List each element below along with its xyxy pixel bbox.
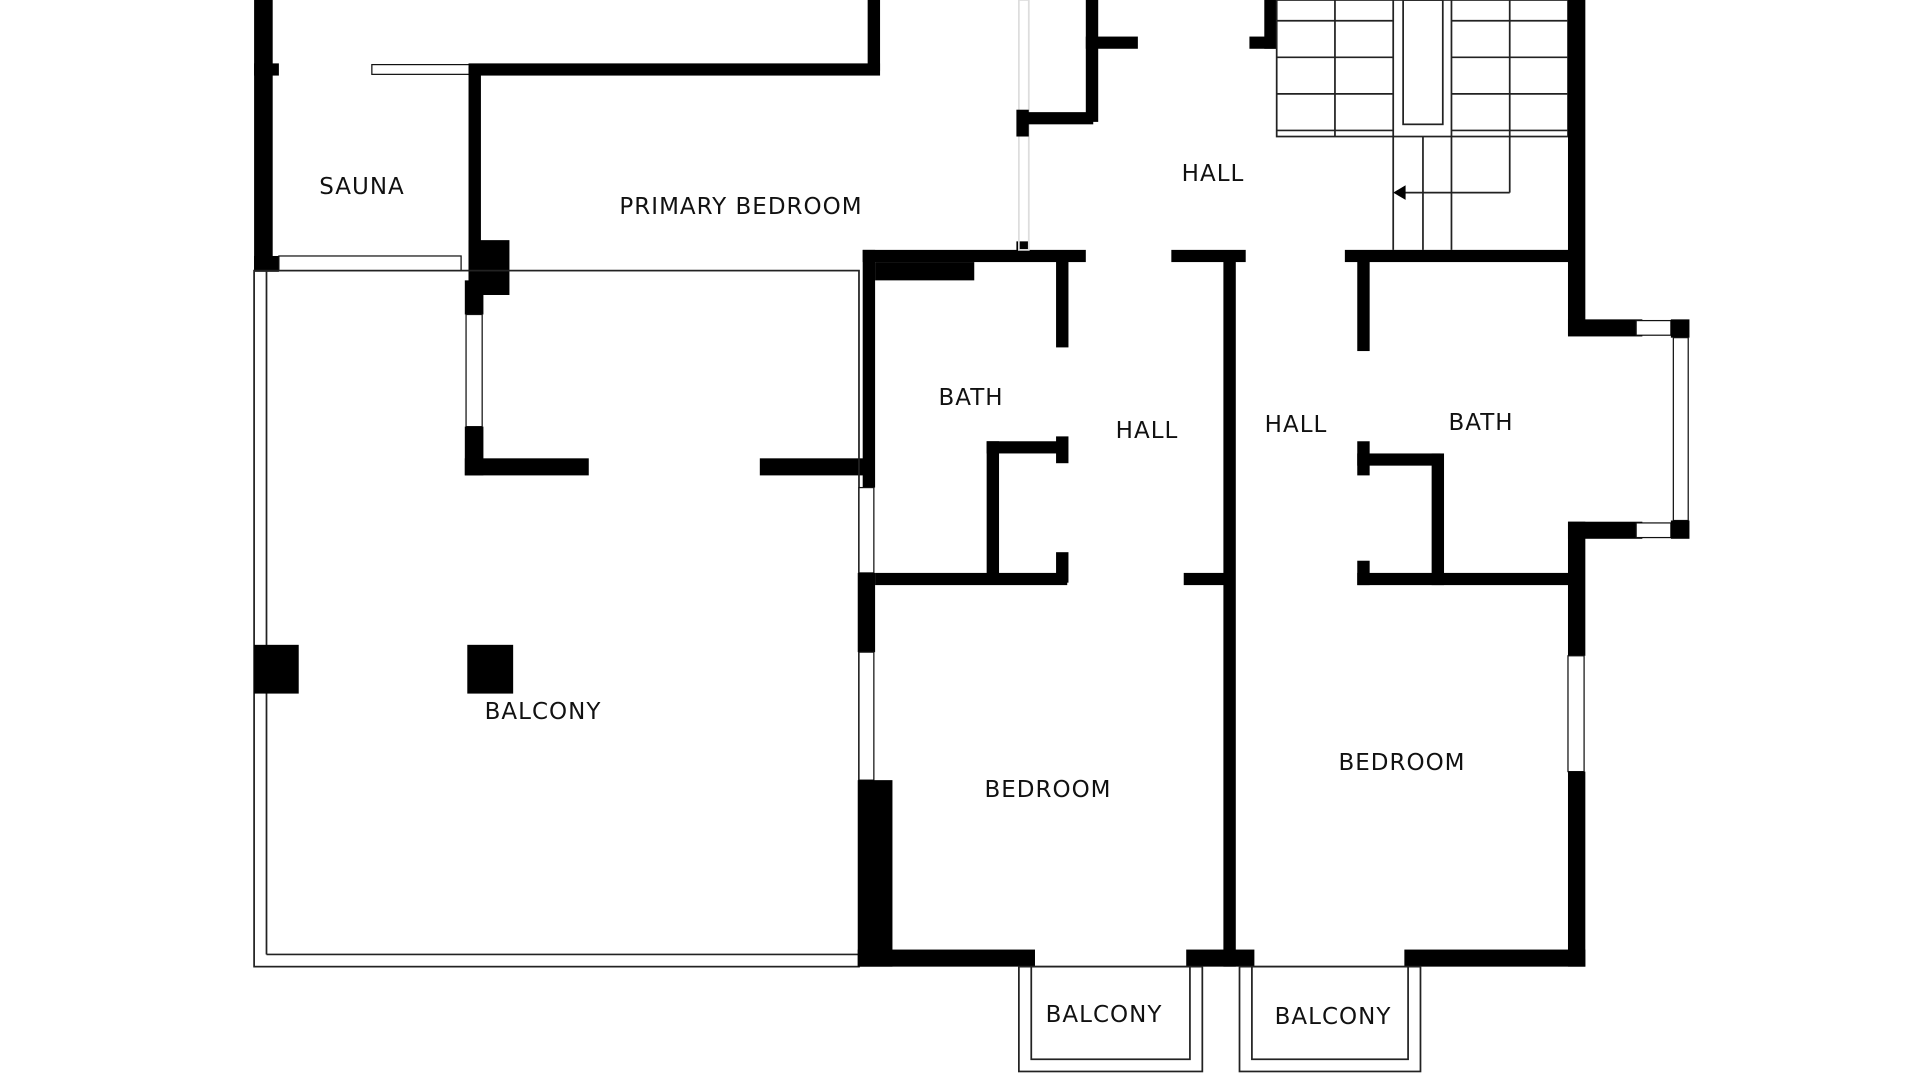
wall-primary-bottom-left [464, 458, 589, 476]
balcony-railing [253, 269, 860, 968]
window-primary-left [465, 313, 483, 428]
room-label-primary-bedroom: PRIMARY BEDROOM [619, 194, 863, 220]
wall-corridor-top-3 [1344, 249, 1575, 263]
room-label-balcony-small-left: BALCONY [1045, 1002, 1163, 1028]
stair-arrow-icon [1393, 185, 1406, 200]
wall-primary-left [464, 280, 484, 315]
room-label-balcony-large: BALCONY [484, 699, 602, 725]
wall-top-stub [867, 0, 881, 71]
window-bedroom-left [858, 651, 875, 781]
wall-center-vertical [862, 249, 876, 488]
window-sauna-top [371, 63, 472, 75]
wall-sauna-top [254, 63, 279, 76]
column-center [467, 644, 514, 694]
staircase [1275, 0, 1569, 250]
room-label-hall-center-right: HALL [1264, 412, 1328, 438]
wall-hall-top-left [1085, 0, 1099, 122]
wall-bath-hall-left [1056, 255, 1069, 348]
balcony-small-right-railing [1238, 965, 1422, 1073]
room-label-bedroom-right: BEDROOM [1338, 750, 1466, 776]
wall-center-vertical-2 [857, 572, 876, 653]
wall-left-outer [254, 0, 273, 271]
room-label-hall-top: HALL [1181, 161, 1245, 187]
window-bath-right-bottom [1635, 522, 1672, 539]
window-bedroom-right [1567, 655, 1585, 773]
wall-bottom-left [857, 949, 1035, 967]
wall-bath-bottom [875, 572, 1068, 586]
window-sauna-bottom [278, 255, 462, 272]
balcony-small-left-railing [1018, 965, 1204, 1073]
room-label-hall-center-left: HALL [1115, 418, 1179, 444]
window-bath-left [858, 486, 875, 574]
room-label-sauna: SAUNA [319, 174, 405, 200]
wall-center-vertical-3 [857, 780, 893, 967]
window-bath-right-bay [1672, 337, 1689, 522]
room-label-bedroom-left: BEDROOM [984, 777, 1112, 803]
column-left [254, 644, 299, 694]
wall-right-outer [1567, 0, 1586, 336]
wall-sauna-bottom [254, 255, 279, 272]
wall-primary-bottom-right [759, 458, 868, 476]
wall-primary-top [468, 63, 881, 76]
window-bath-right-top [1635, 319, 1672, 336]
room-label-bath-right: BATH [1448, 410, 1514, 436]
wall-bath-top-thick [875, 262, 975, 281]
room-label-bath-left: BATH [938, 385, 1004, 411]
room-label-balcony-small-right: BALCONY [1274, 1004, 1392, 1030]
wall-corridor-top-1 [862, 249, 1086, 263]
wall-bedrooms-divider [1223, 255, 1236, 967]
wall-bath-right-bottom [1357, 572, 1581, 586]
